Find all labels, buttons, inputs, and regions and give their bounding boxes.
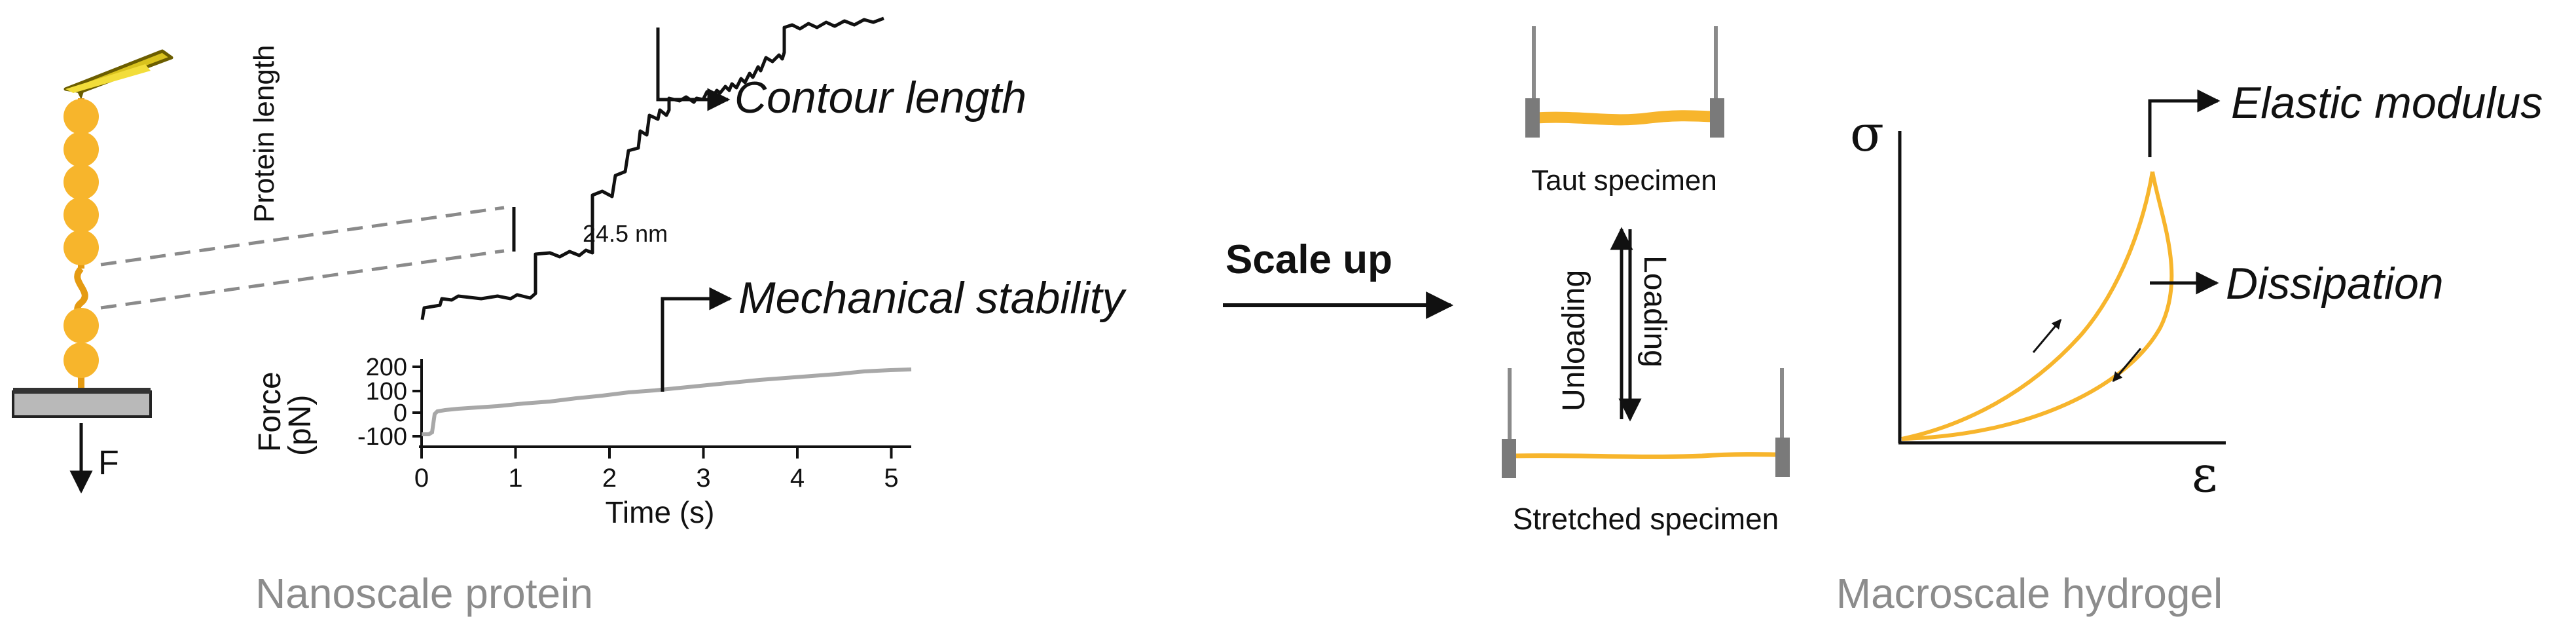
mechanical-stability-callout: Mechanical stability: [661, 273, 1127, 392]
force-xtick-label: 4: [790, 464, 805, 493]
elastic-modulus-callout: Elastic modulus: [2148, 78, 2543, 157]
contour-length-callout: Contour length: [656, 28, 1026, 122]
scale-up-arrow: Scale up: [1223, 237, 1454, 319]
force-trace: [422, 367, 912, 436]
elastic-modulus-label: Elastic modulus: [2231, 78, 2543, 128]
taut-specimen-label: Taut specimen: [1531, 164, 1717, 197]
force-xtick-label: 0: [414, 464, 429, 493]
force-axis-label-2: (pN): [283, 395, 317, 456]
step-size-label: 24.5 nm: [583, 220, 668, 247]
force-ytick-label: -100: [357, 423, 407, 451]
force-ytick-label: 0: [393, 400, 407, 427]
unloading-curve: [1901, 171, 2174, 441]
mechanical-stability-label: Mechanical stability: [738, 273, 1127, 323]
loading-arrows: Unloading Loading: [1557, 227, 1672, 422]
dissipation-label: Dissipation: [2226, 259, 2444, 309]
clamp-icon: [1775, 438, 1790, 477]
stress-strain-plot: σ ε: [1850, 104, 2226, 503]
dissipation-callout: Dissipation: [2150, 259, 2444, 309]
step-guide-lines: [100, 206, 505, 310]
protein-length-axis-label: Protein length: [248, 45, 280, 223]
contour-length-label: Contour length: [735, 73, 1026, 122]
stress-symbol: σ: [1850, 104, 1884, 162]
force-xtick-label: 1: [508, 464, 522, 493]
stretched-specimen-label: Stretched specimen: [1513, 502, 1779, 536]
nanoscale-caption: Nanoscale protein: [255, 570, 593, 617]
scale-up-label: Scale up: [1225, 237, 1392, 282]
force-label: F: [98, 444, 119, 482]
macroscale-caption: Macroscale hydrogel: [1836, 570, 2223, 617]
loading-curve: [1901, 171, 2154, 441]
afm-setup: F: [12, 49, 173, 494]
force-xtick-group: 0 1 2 3 4 5: [414, 447, 899, 493]
taut-specimen: Taut specimen: [1525, 26, 1724, 197]
force-ytick-label: 100: [366, 378, 407, 405]
strain-symbol: ε: [2192, 445, 2217, 503]
bead-chain-icon: [63, 98, 99, 392]
clamp-icon: [1710, 98, 1724, 138]
loading-label: Loading: [1637, 255, 1672, 367]
force-ytick-label: 200: [366, 354, 407, 381]
stretched-specimen: Stretched specimen: [1502, 368, 1790, 536]
force-axis-label-1: Force: [253, 371, 287, 452]
time-axis-label: Time (s): [606, 495, 715, 529]
force-xtick-label: 5: [884, 464, 898, 493]
cantilever-icon: [63, 49, 173, 100]
force-xtick-label: 2: [602, 464, 617, 493]
force-xtick-label: 3: [696, 464, 710, 493]
clamp-icon: [1502, 439, 1516, 478]
loading-direction-arrow: [2032, 318, 2062, 353]
unloading-label: Unloading: [1557, 270, 1591, 411]
clamp-icon: [1525, 98, 1540, 138]
unloading-direction-arrow: [2112, 348, 2142, 383]
substrate-icon: [12, 388, 152, 418]
